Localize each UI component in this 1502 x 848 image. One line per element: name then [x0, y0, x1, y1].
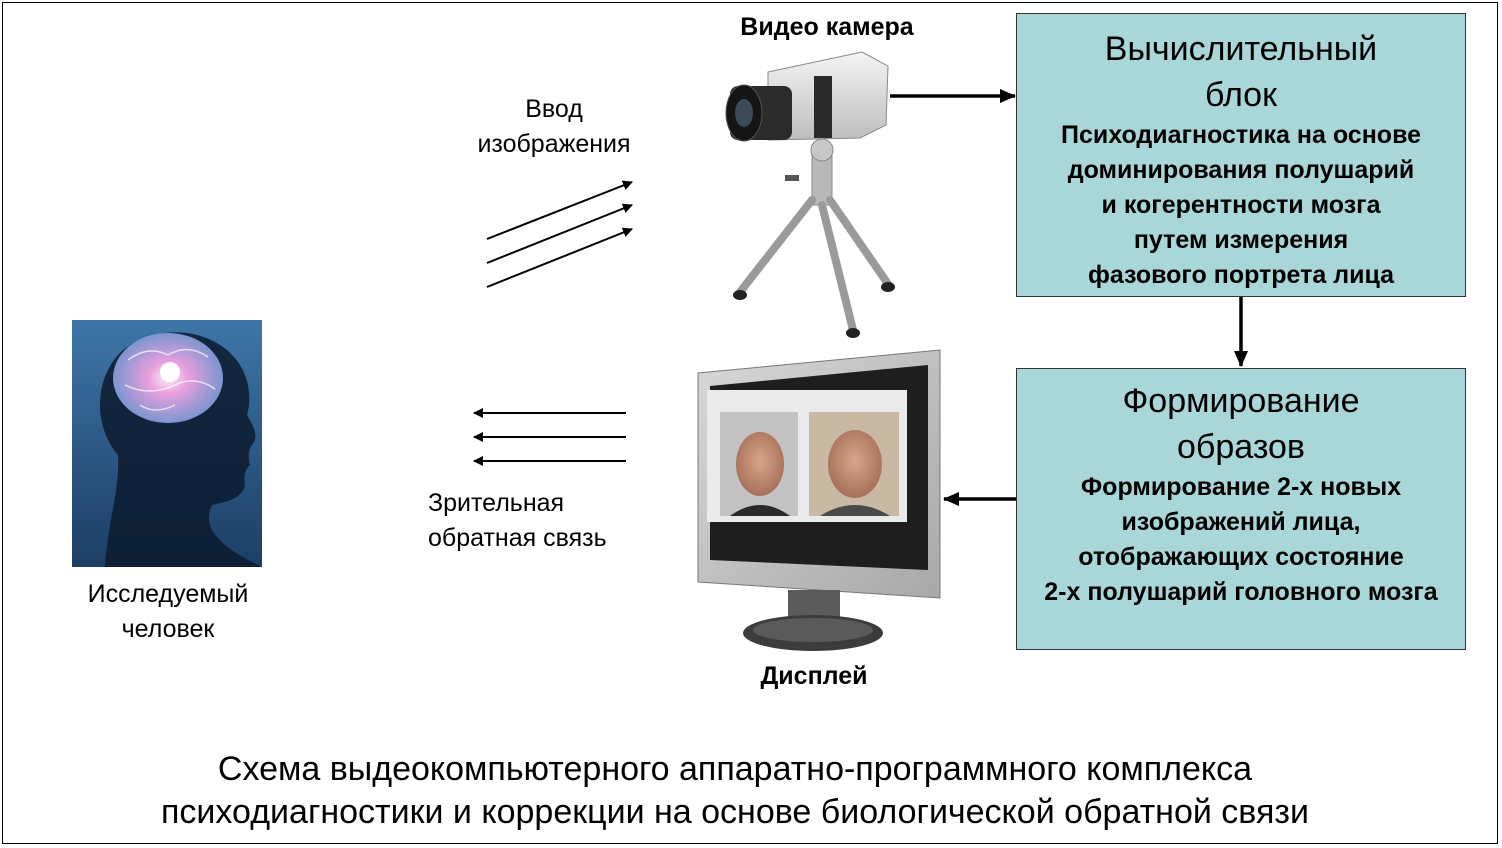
diagram-caption-line1: Схема выдеокомпьютерного аппаратно-прогр… [217, 750, 1253, 788]
human-head-image [72, 320, 262, 567]
formation-block: Формирование образов Формирование 2-х но… [1016, 368, 1466, 650]
visual-feedback-label-line1: Зрительная [428, 489, 565, 517]
subject-label-line2: человек [121, 615, 215, 643]
compute-block-title: Вычислительный блок [1104, 30, 1378, 114]
video-camera-image [725, 51, 895, 338]
compute-block: Вычислительный блок Психодиагностика на … [1016, 13, 1466, 297]
image-input-arrows [486, 180, 633, 288]
display-monitor-image [697, 349, 941, 651]
camera-label: Видео камера [740, 13, 914, 41]
display-label: Дисплей [760, 662, 868, 690]
feedback-arrows [473, 408, 626, 466]
visual-feedback-label-line2: обратная связь [428, 524, 607, 552]
diagram-caption-line2: психодиагностики и коррекции на основе б… [161, 793, 1309, 831]
visual-feedback-label: Зрительная обратная связь [428, 486, 648, 556]
image-input-label-line2: изображения [477, 130, 631, 158]
compute-block-description: Психодиагностика на основе доминирования… [1060, 121, 1422, 289]
image-input-label-line1: Ввод [525, 95, 583, 123]
subject-label: Исследуемый человек [58, 577, 278, 647]
formation-block-description: Формирование 2-х новых изображений лица,… [1044, 473, 1438, 606]
image-input-label: Ввод изображения [444, 92, 664, 162]
subject-label-line1: Исследуемый [87, 580, 249, 608]
formation-block-title: Формирование образов [1122, 382, 1360, 466]
diagram-caption: Схема выдеокомпьютерного аппаратно-прогр… [0, 748, 1470, 834]
